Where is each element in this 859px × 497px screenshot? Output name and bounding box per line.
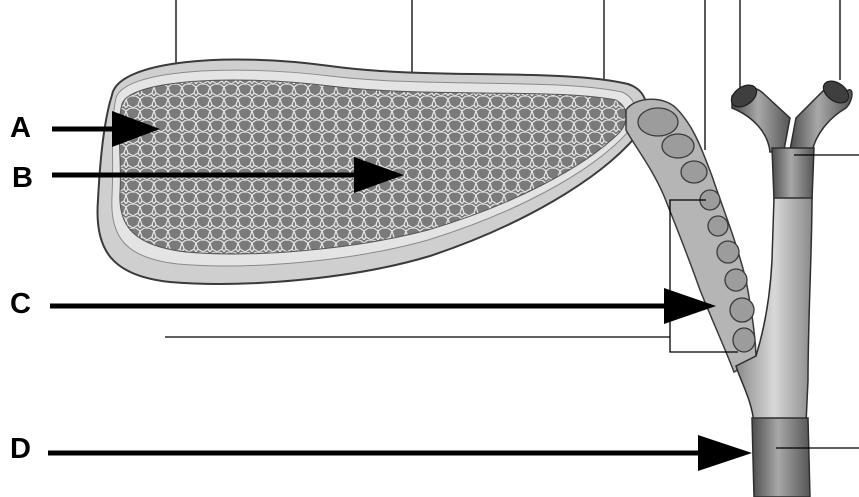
label-a: A xyxy=(10,114,31,143)
spiral-fold-6 xyxy=(717,241,739,263)
spiral-fold-7 xyxy=(725,269,747,291)
cystic-duct xyxy=(626,99,756,372)
common-hepatic-duct xyxy=(772,148,814,200)
label-b: B xyxy=(12,164,33,193)
spiral-fold-5 xyxy=(708,216,728,236)
common-bile-duct-lower xyxy=(752,418,810,497)
hepatic-ducts xyxy=(727,77,852,200)
spiral-fold-3 xyxy=(681,161,707,183)
arrow-c xyxy=(50,288,716,324)
arrow-d xyxy=(48,435,752,471)
spiral-fold-1 xyxy=(638,108,678,136)
spiral-fold-8 xyxy=(730,298,754,322)
label-c: C xyxy=(10,290,31,319)
spiral-fold-9 xyxy=(733,328,755,352)
spiral-fold-2 xyxy=(662,134,694,158)
label-d: D xyxy=(10,435,31,464)
